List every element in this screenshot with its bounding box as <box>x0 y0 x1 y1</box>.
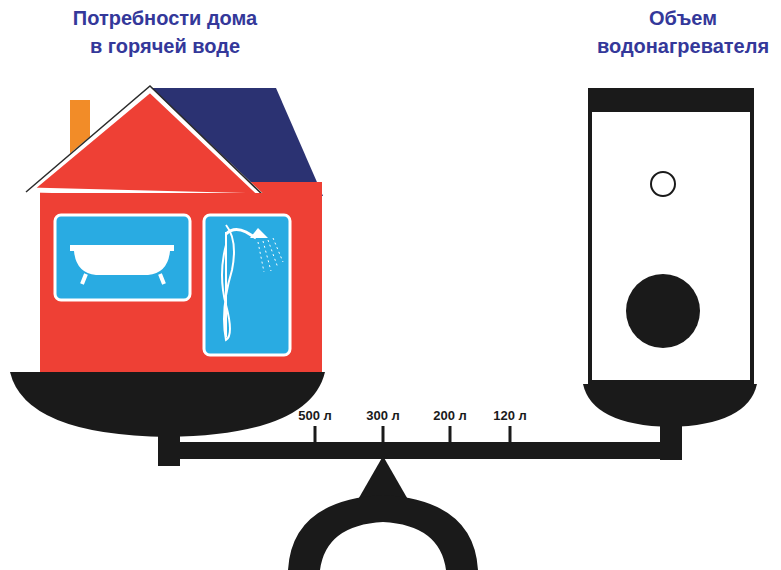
tick-marks <box>315 426 510 443</box>
gable <box>30 90 262 196</box>
heater-node: Объем водонагревателя <box>585 0 781 385</box>
bathtub-legs <box>82 274 164 284</box>
stand <box>288 495 478 570</box>
gable-outline <box>26 86 266 198</box>
bathtub <box>70 245 174 275</box>
bath-window <box>55 215 190 300</box>
house-node: Потребности дома в горячей воде <box>0 0 330 372</box>
scale-mark: 300 л <box>366 408 400 423</box>
shower-hose <box>222 225 234 340</box>
shower-window <box>204 215 290 355</box>
node-heading: Потребности дома в горячей воде <box>67 4 263 60</box>
water-heater <box>590 90 752 382</box>
node-heading: Объем водонагревателя <box>585 4 781 60</box>
scale-mark: 120 л <box>493 408 527 423</box>
heater-top <box>588 88 754 112</box>
left-pan <box>10 372 325 437</box>
shower-head <box>250 228 268 238</box>
house-wall <box>40 193 322 372</box>
heater-knob <box>626 274 700 348</box>
water-spray <box>258 238 283 272</box>
scale-mark: 200 л <box>433 408 467 423</box>
indicator <box>651 172 675 196</box>
house-wall <box>40 182 322 372</box>
scale-mark: 500 л <box>298 408 332 423</box>
beam <box>158 442 682 459</box>
